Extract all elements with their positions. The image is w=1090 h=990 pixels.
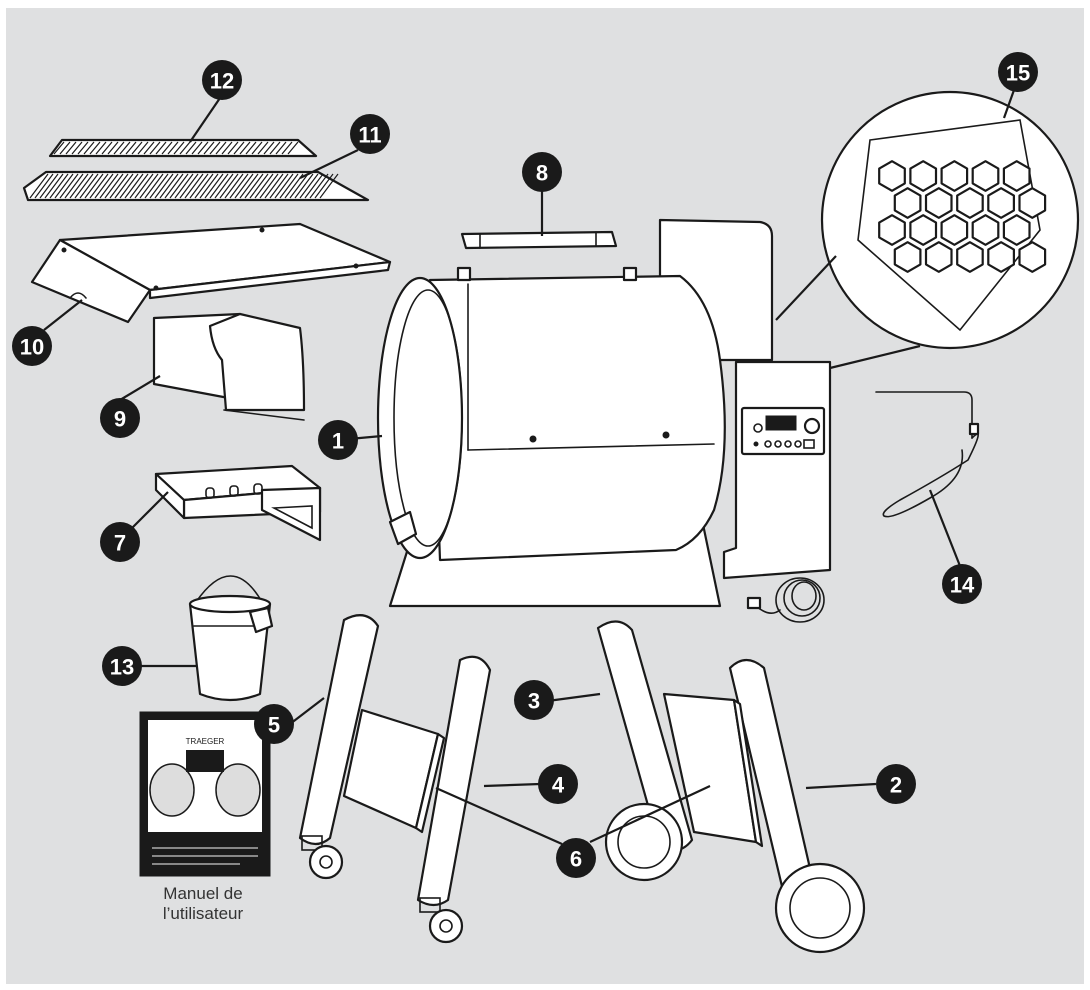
meat-probe bbox=[875, 391, 980, 518]
callout-label: 14 bbox=[950, 573, 975, 598]
leg-braces bbox=[342, 692, 764, 848]
manual-cover-brand: TRAEGER bbox=[186, 737, 225, 746]
callout-14: 14 bbox=[942, 564, 982, 604]
callout-6: 6 bbox=[556, 838, 596, 878]
callout-1: 1 bbox=[318, 420, 358, 460]
heat-baffle bbox=[152, 312, 306, 421]
callout-5: 5 bbox=[254, 704, 294, 744]
callout-label: 2 bbox=[890, 773, 902, 798]
callout-10: 10 bbox=[12, 326, 52, 366]
callout-label: 4 bbox=[552, 773, 565, 798]
callout-3: 3 bbox=[514, 680, 554, 720]
callout-label: 11 bbox=[358, 123, 381, 148]
callout-11: 11 bbox=[350, 114, 390, 154]
callout-8: 8 bbox=[522, 152, 562, 192]
grease-bucket bbox=[188, 575, 274, 702]
hopper-grate-inset bbox=[775, 90, 1080, 370]
callout-2: 2 bbox=[876, 764, 916, 804]
manual-caption: Manuel de l’utilisateur bbox=[128, 884, 278, 924]
callout-15: 15 bbox=[998, 52, 1038, 92]
callout-label: 15 bbox=[1006, 61, 1030, 86]
user-manual: TRAEGER bbox=[139, 711, 271, 877]
upper-grill-rack bbox=[48, 138, 318, 158]
callout-label: 6 bbox=[570, 847, 582, 872]
manual-caption-line-2: l’utilisateur bbox=[162, 904, 244, 923]
legs-and-wheels bbox=[298, 614, 866, 954]
callout-12: 12 bbox=[202, 60, 242, 100]
callout-label: 9 bbox=[114, 407, 126, 432]
callout-label: 12 bbox=[210, 69, 234, 94]
callout-label: 3 bbox=[528, 689, 540, 714]
leader-lines bbox=[43, 89, 1016, 846]
callout-13: 13 bbox=[102, 646, 142, 686]
callout-label: 5 bbox=[268, 713, 280, 738]
side-shelf bbox=[154, 464, 322, 542]
callout-label: 8 bbox=[536, 161, 548, 186]
callout-label: 13 bbox=[110, 655, 134, 680]
grill-grate bbox=[22, 170, 370, 202]
callout-9: 9 bbox=[100, 398, 140, 438]
callout-label: 1 bbox=[332, 429, 344, 454]
grill-body bbox=[376, 218, 832, 623]
drip-tray bbox=[30, 222, 392, 324]
lid-handle bbox=[460, 230, 618, 250]
callout-label: 7 bbox=[114, 531, 126, 556]
callout-7: 7 bbox=[100, 522, 140, 562]
callout-label: 10 bbox=[20, 335, 44, 360]
callout-4: 4 bbox=[538, 764, 578, 804]
manual-caption-line-1: Manuel de bbox=[163, 884, 243, 903]
